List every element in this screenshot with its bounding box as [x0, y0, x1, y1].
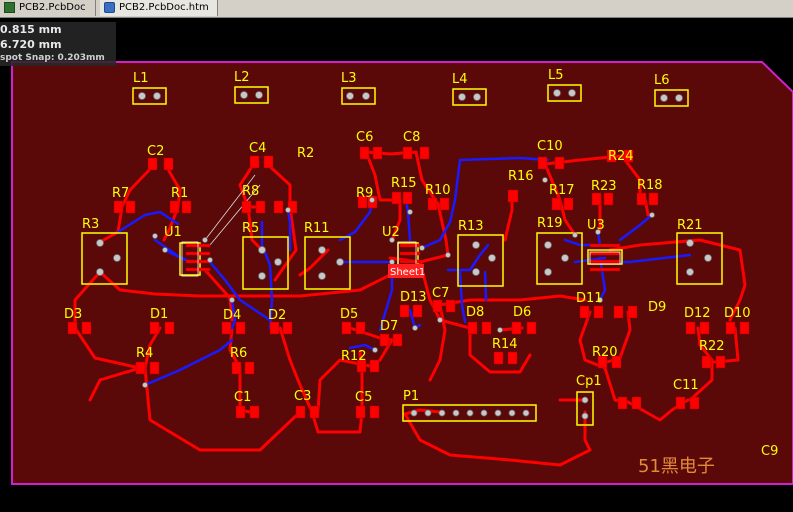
designator-D7: D7 — [380, 319, 398, 334]
top-layer-tracks — [73, 150, 747, 467]
designator-C7: C7 — [432, 286, 449, 301]
pcb-canvas[interactable]: L1 L2 L3 L4 L5 L6 C2 C4 R2 C6 C8 C10 R24… — [0, 18, 793, 508]
designator-R14: R14 — [492, 337, 518, 352]
designators: L1 L2 L3 L4 L5 L6 C2 C4 R2 C6 C8 C10 R24… — [64, 68, 778, 459]
designator-C11: C11 — [673, 378, 699, 393]
designator-D12: D12 — [684, 306, 711, 321]
pcb-doc-icon — [4, 2, 15, 13]
designator-D10: D10 — [724, 306, 751, 321]
sheet-label: Sheet1 — [390, 267, 425, 278]
silkscreen-outlines — [81, 84, 723, 426]
designator-R7: R7 — [112, 186, 129, 201]
designator-R5: R5 — [242, 221, 259, 236]
cursor-coordinate-readout: 0.815 mm 6.720 mm spot Snap: 0.203mm — [0, 22, 116, 66]
designator-L1: L1 — [133, 71, 149, 86]
designator-U1: U1 — [164, 225, 182, 240]
designator-R3: R3 — [82, 217, 99, 232]
designator-R21: R21 — [677, 218, 703, 233]
designator-C3: C3 — [294, 389, 311, 404]
designator-L4: L4 — [452, 72, 468, 87]
designator-P1: P1 — [403, 389, 419, 404]
designator-U2: U2 — [382, 225, 400, 240]
designator-R9: R9 — [356, 186, 373, 201]
designator-R4: R4 — [136, 346, 153, 361]
designator-D13: D13 — [400, 290, 427, 305]
readout-y: 6.720 mm — [0, 38, 62, 51]
tab-label: PCB2.PcbDoc.htm — [119, 2, 209, 13]
designator-R23: R23 — [591, 179, 617, 194]
designator-D3: D3 — [64, 307, 82, 322]
designator-C4: C4 — [249, 141, 266, 156]
designator-D9: D9 — [648, 300, 666, 315]
designator-R17: R17 — [549, 183, 575, 198]
smd-pads — [67, 146, 750, 419]
designator-R16: R16 — [508, 169, 534, 184]
designator-R24: R24 — [608, 149, 634, 164]
sheet-label-bg — [388, 264, 424, 278]
designator-R22: R22 — [699, 339, 725, 354]
designator-R20: R20 — [592, 345, 618, 360]
designator-R1: R1 — [171, 186, 188, 201]
tab-pcb2-pcbdoc-htm[interactable]: PCB2.PcbDoc.htm — [100, 0, 218, 16]
designator-R19: R19 — [537, 216, 563, 231]
designator-D1: D1 — [150, 307, 168, 322]
designator-L6: L6 — [654, 73, 670, 88]
designator-Cp1: Cp1 — [576, 374, 602, 389]
designator-L2: L2 — [234, 70, 250, 85]
designator-U3: U3 — [587, 218, 605, 233]
designator-R18: R18 — [637, 178, 663, 193]
designator-R10: R10 — [425, 183, 451, 198]
designator-D6: D6 — [513, 305, 531, 320]
designator-L5: L5 — [548, 68, 564, 83]
designator-R6: R6 — [230, 346, 247, 361]
document-tab-bar: PCB2.PcbDoc PCB2.PcbDoc.htm — [0, 0, 793, 18]
designator-R13: R13 — [458, 219, 484, 234]
designator-L3: L3 — [341, 71, 357, 86]
watermark-text: 51黑电子 — [638, 456, 715, 477]
through-hole-pads — [96, 89, 712, 420]
designator-R15: R15 — [391, 176, 417, 191]
tab-label: PCB2.PcbDoc — [19, 2, 86, 13]
designator-D2: D2 — [268, 308, 286, 323]
tab-pcb2-pcbdoc[interactable]: PCB2.PcbDoc — [0, 0, 96, 16]
designator-C2: C2 — [147, 144, 164, 159]
designator-C5: C5 — [355, 390, 372, 405]
designator-C6: C6 — [356, 130, 373, 145]
designator-D11: D11 — [576, 291, 603, 306]
designator-D5: D5 — [340, 307, 358, 322]
designator-C10: C10 — [537, 139, 563, 154]
designator-R2: R2 — [297, 146, 314, 161]
designator-R12: R12 — [341, 349, 367, 364]
readout-snap: spot Snap: 0.203mm — [0, 53, 105, 63]
vias — [142, 177, 655, 388]
html-doc-icon — [104, 2, 115, 13]
designator-C8: C8 — [403, 130, 420, 145]
designator-C9: C9 — [761, 444, 778, 459]
designator-D8: D8 — [466, 305, 484, 320]
readout-x: 0.815 mm — [0, 23, 62, 36]
designator-C1: C1 — [234, 390, 251, 405]
connection-lines — [204, 174, 261, 246]
designator-R11: R11 — [304, 221, 330, 236]
designator-D4: D4 — [223, 308, 241, 323]
pcb-layout[interactable]: L1 L2 L3 L4 L5 L6 C2 C4 R2 C6 C8 C10 R24… — [0, 18, 793, 508]
designator-R8: R8 — [242, 184, 259, 199]
